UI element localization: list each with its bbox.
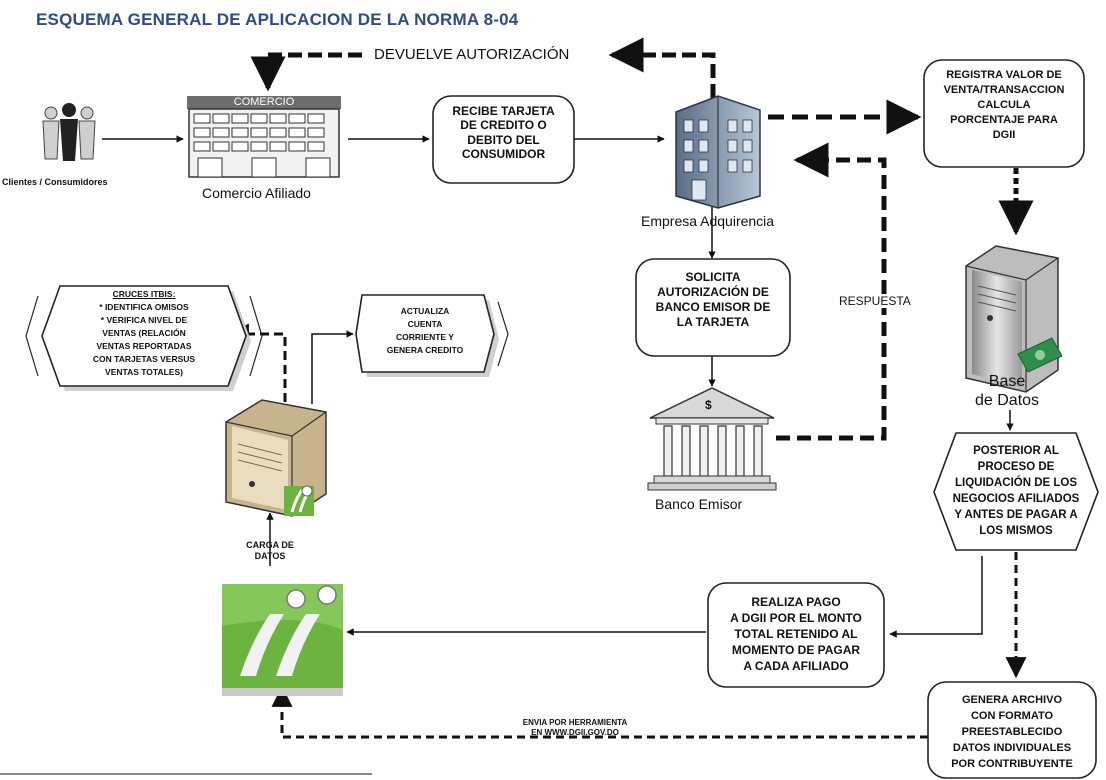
realiza-line-2: A DGII POR EL MONTO — [730, 611, 862, 625]
respuesta-label: RESPUESTA — [839, 294, 911, 308]
arrow-banco-respuesta — [776, 142, 887, 441]
arrow-posterior-realiza — [889, 556, 983, 638]
genera-line-4: DATOS INDIVIDUALES — [952, 742, 1072, 754]
cruces-line-6: CON TARJETAS VERSUS — [92, 354, 196, 364]
recibe-line-2: DE CREDITO O — [460, 118, 547, 133]
actualiza-line-3: CORRIENTE Y — [396, 332, 454, 342]
registra-line-3: CALCULA — [977, 99, 1031, 111]
envia-herramienta-label: ENVIA POR HERRAMIENTA EN WWW.DGII.GOV.DO — [495, 718, 655, 738]
box-shapes — [25, 59, 1099, 779]
arrow-genera-dgii — [271, 685, 928, 739]
actualiza-line-4: GENERA CREDITO — [386, 345, 464, 355]
genera-line-1: GENERA ARCHIVO — [961, 694, 1063, 706]
page-title: ESQUEMA GENERAL DE APLICACION DE LA NORM… — [36, 10, 519, 29]
actualiza-line-2: CUENTA — [407, 319, 443, 329]
solicita-autorizacion-box: SOLICITA AUTORIZACIÓN DE BANCO EMISOR DE… — [636, 270, 790, 330]
arrow-devuelve-to-comercio — [250, 52, 362, 92]
comercio-sign-label: COMERCIO — [233, 96, 295, 108]
realiza-line-3: TOTAL RETENIDO AL — [734, 627, 858, 641]
actualiza-cuenta-box: ACTUALIZA CUENTA CORRIENTE Y GENERA CRED… — [358, 305, 492, 357]
store-building-icon — [187, 96, 341, 178]
bank-icon — [647, 387, 777, 491]
solicita-line-4: LA TARJETA — [676, 315, 750, 329]
registra-line-1: REGISTRA VALOR DE — [946, 69, 1062, 81]
base-datos-label: Base de Datos — [975, 372, 1039, 410]
envia-line-2: EN WWW.DGII.GOV.DO — [531, 728, 619, 737]
recibe-line-4: CONSUMIDOR — [461, 147, 546, 162]
recibe-line-1: RECIBE TARJETA — [452, 104, 555, 118]
recibe-tarjeta-box: RECIBE TARJETA DE CREDITO O DEBITO DEL C… — [433, 104, 574, 162]
posterior-line-2: PROCESO DE — [977, 461, 1055, 473]
solicita-line-3: BANCO EMISOR DE — [655, 300, 771, 314]
bank-dollar-sign: $ — [705, 398, 712, 412]
realiza-line-1: REALIZA PAGO — [751, 595, 841, 609]
registra-line-5: DGII — [992, 129, 1016, 141]
arrow-servidor-actualiza — [311, 330, 354, 404]
comercio-afiliado-label: Comercio Afiliado — [202, 185, 311, 201]
carga-datos-line-2: DATOS — [254, 551, 286, 561]
dgii-server-icon — [225, 399, 327, 517]
posterior-line-5: Y ANTES DE PAGAR A — [954, 509, 1078, 521]
envia-line-1: ENVIA POR HERRAMIENTA — [522, 718, 628, 727]
cruces-line-2: * IDENTIFICA OMISOS — [99, 302, 189, 312]
genera-line-2: CON FORMATO — [970, 710, 1054, 722]
banco-emisor-label: Banco Emisor — [655, 496, 743, 512]
devuelve-autorizacion-label: DEVUELVE AUTORIZACIÓN — [370, 46, 574, 63]
posterior-line-1: POSTERIOR AL — [973, 445, 1059, 457]
empresa-adquirencia-label: Empresa Adquirencia — [641, 213, 775, 229]
registra-line-2: VENTA/TRANSACCION — [943, 84, 1065, 96]
genera-line-3: PREESTABLECIDO — [961, 726, 1063, 738]
registra-valor-box: REGISTRA VALOR DE VENTA/TRANSACCION CALC… — [924, 68, 1084, 143]
posterior-line-4: NEGOCIOS AFILIADOS — [952, 493, 1080, 505]
genera-archivo-box: GENERA ARCHIVO CON FORMATO PREESTABLECID… — [928, 692, 1096, 772]
cruces-line-4: VENTAS (RELACIÓN — [102, 328, 186, 338]
genera-line-5: POR CONTRIBUYENTE — [951, 758, 1073, 770]
realiza-line-4: MOMENTO DE PAGAR — [731, 643, 861, 657]
solicita-line-1: SOLICITA — [685, 270, 741, 284]
base-datos-line-2: de Datos — [975, 392, 1040, 409]
recibe-line-3: DEBITO DEL — [467, 132, 540, 147]
realiza-line-5: A CADA AFILIADO — [743, 659, 849, 673]
cruces-itbis-box: CRUCES ITBIS: * IDENTIFICA OMISOS * VERI… — [52, 288, 236, 379]
arrow-devuelve-autorizacion — [608, 37, 716, 118]
posterior-liquidacion-box: POSTERIOR AL PROCESO DE LIQUIDACIÓN DE L… — [934, 443, 1098, 539]
cruces-line-3: * VERIFICA NIVEL DE — [100, 315, 188, 325]
dgii-logo-icon — [222, 584, 343, 696]
carga-datos-label: CARGA DE DATOS — [240, 540, 300, 562]
clientes-label: Clientes / Consumidores — [2, 177, 108, 187]
realiza-pago-box: REALIZA PAGO A DGII POR EL MONTO TOTAL R… — [708, 594, 884, 674]
posterior-line-3: LIQUIDACIÓN DE LOS — [954, 477, 1078, 489]
cruces-line-5: VENTAS REPORTADAS — [96, 341, 192, 351]
actualiza-line-1: ACTUALIZA — [400, 306, 450, 316]
cruces-heading: CRUCES ITBIS: — [112, 289, 176, 299]
registra-line-4: PORCENTAJE PARA — [950, 114, 1058, 126]
database-server-icon — [965, 245, 1063, 393]
cruces-line-7: VENTAS TOTALES) — [105, 367, 183, 377]
solicita-line-2: AUTORIZACIÓN DE — [657, 285, 769, 299]
posterior-line-6: LOS MISMOS — [979, 525, 1053, 537]
base-datos-line-1: Base — [988, 373, 1026, 390]
office-building-icon — [675, 95, 761, 209]
people-icon — [42, 103, 96, 161]
carga-datos-line-1: CARGA DE — [246, 540, 294, 550]
